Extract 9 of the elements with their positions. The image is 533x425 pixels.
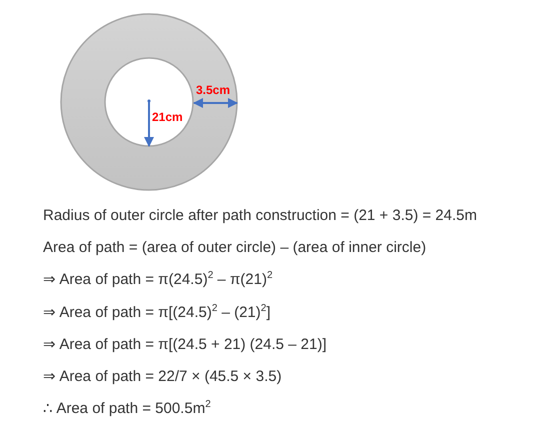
solution-step: ∴ Area of path = 500.5m$^{2}$ — [43, 400, 211, 418]
solution-step: Radius of outer circle after path construction = (21 + 3.5) = 24.5m — [43, 207, 477, 225]
solution-step: ⇒ Area of path = π[(24.5 + 21) (24.5 – 21)] — [43, 336, 327, 354]
solution-step: ⇒ Area of path = π(24.5)$^{2}$ – π(21)$^{2}$ — [43, 271, 273, 290]
solution-step: ⇒ Area of path = 22/7 × (45.5 × 3.5) — [43, 368, 282, 386]
solution-step: ⇒ Area of path = π[(24.5)$^{2}$ – (21)$^{2}$] — [43, 304, 271, 322]
solution-step: Area of path = (area of outer circle) – (area of inner circle) — [43, 239, 426, 258]
dimension-label: 3.5cm — [196, 84, 230, 96]
dimension-label: 21cm — [152, 111, 183, 123]
